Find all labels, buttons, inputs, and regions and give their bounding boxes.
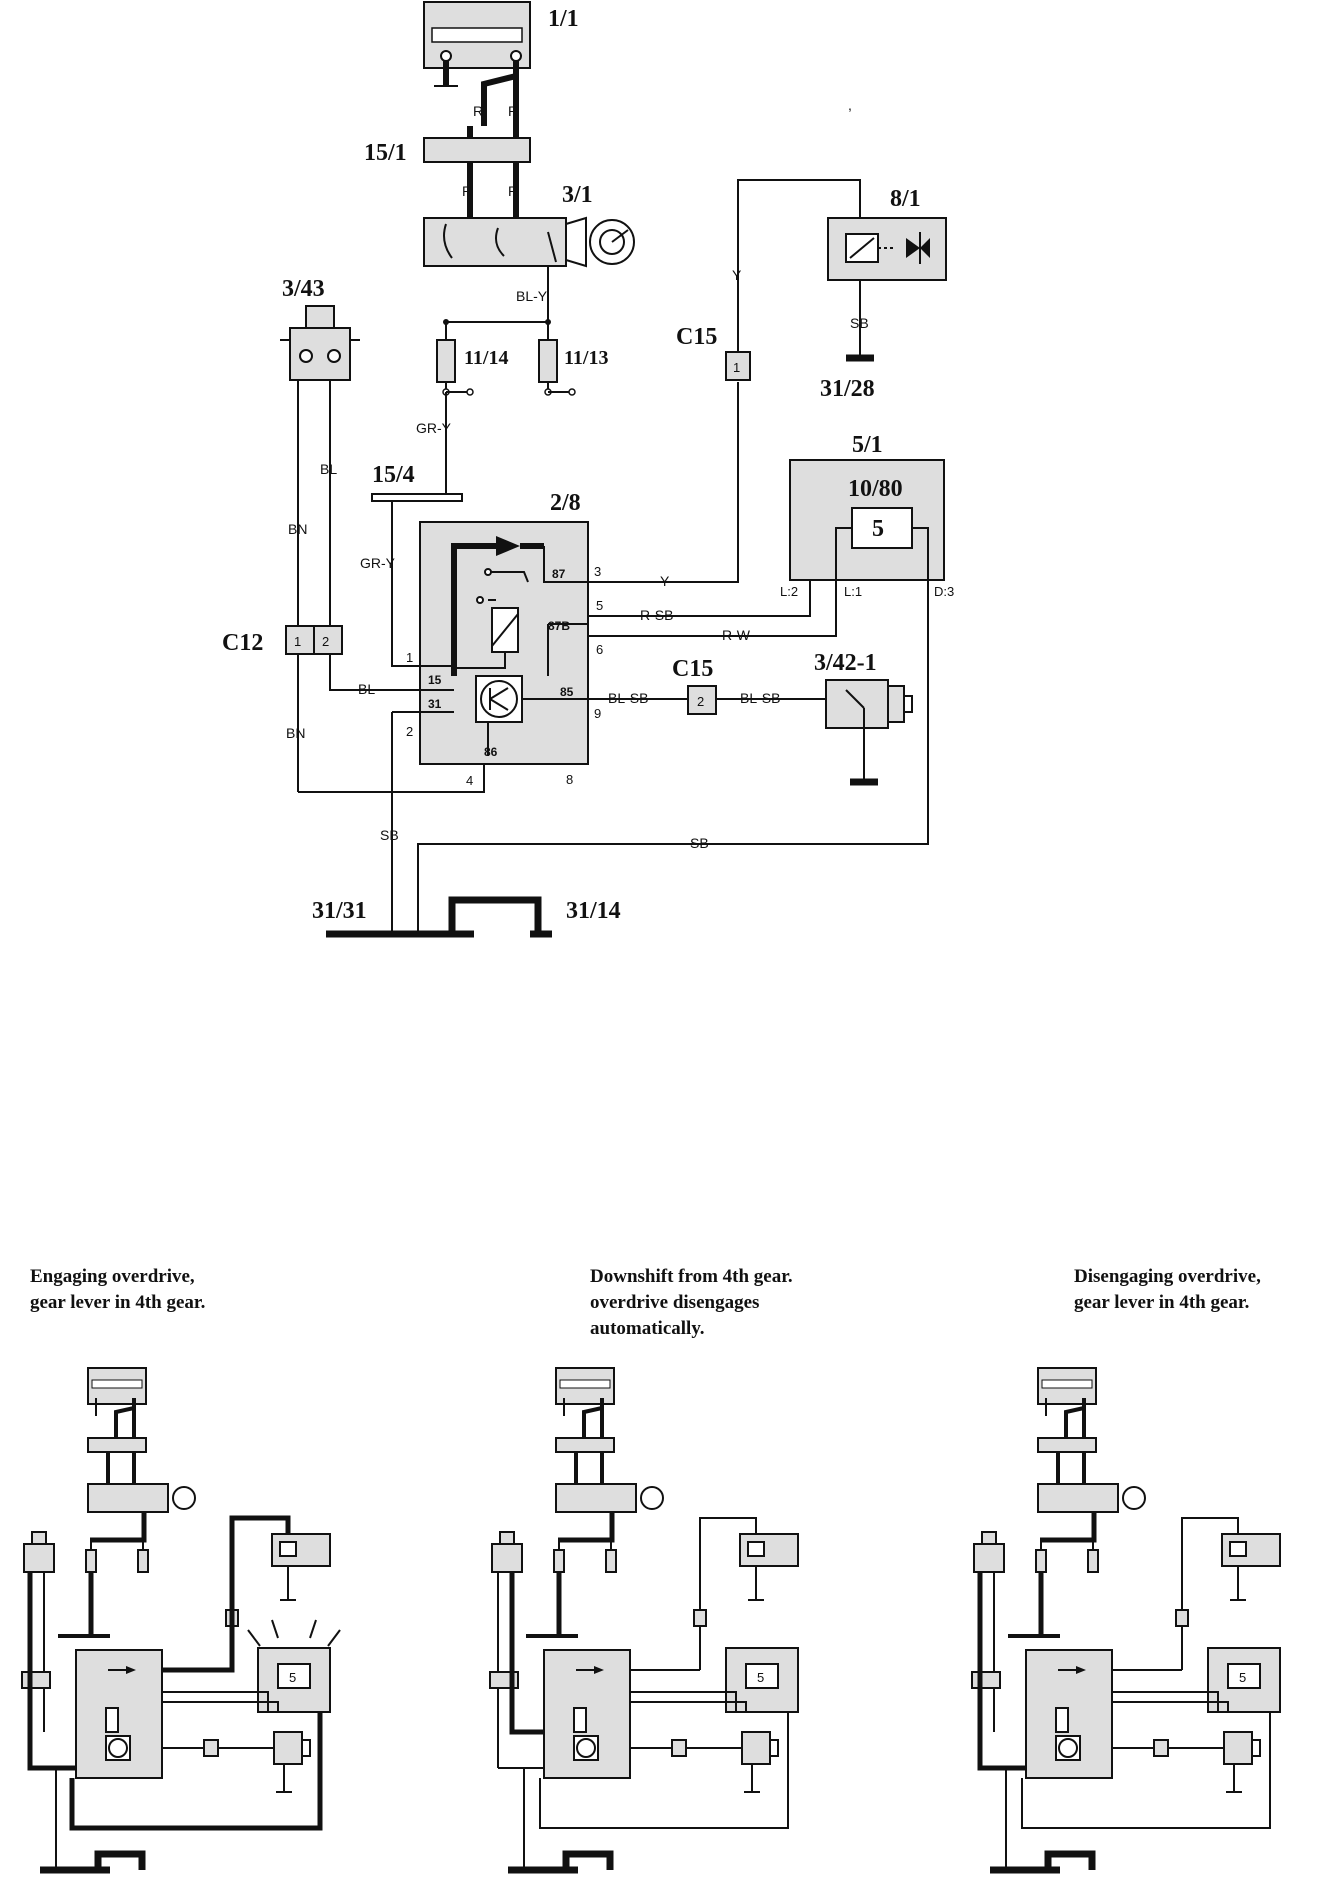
relay-pin-5: 5 bbox=[596, 598, 603, 613]
c15-top-pin-1: 1 bbox=[733, 360, 740, 375]
fuse-11-13: 11/13 bbox=[538, 322, 608, 396]
wire-bn-top: BN bbox=[288, 521, 307, 537]
connector-c15-mid: 2 C15 bbox=[672, 656, 717, 715]
connector-c15-top: 1 C15 bbox=[676, 324, 751, 381]
label-11-14: 11/14 bbox=[464, 347, 508, 369]
wire-bn-bottom: BN bbox=[286, 725, 305, 741]
ground-bus: 31/31 31/14 bbox=[312, 896, 621, 938]
battery-1-1: 1/1 bbox=[423, 1, 579, 126]
wire-bl-bottom: BL bbox=[358, 681, 375, 697]
relay-terminal-85: 85 bbox=[560, 685, 574, 699]
label-c15-top: C15 bbox=[676, 324, 717, 350]
label-31-14: 31/14 bbox=[566, 898, 621, 924]
caption-1-line-2: gear lever in 4th gear. bbox=[30, 1292, 205, 1313]
solenoid-8-1: 8/1 bbox=[827, 186, 947, 281]
label-c15-mid: C15 bbox=[672, 656, 713, 682]
relay-terminal-31: 31 bbox=[428, 697, 442, 711]
relay-pin-1: 1 bbox=[406, 650, 413, 665]
label-5-1: 5/1 bbox=[852, 432, 883, 458]
wire-sb-long: SB bbox=[690, 835, 709, 851]
label-3-1: 3/1 bbox=[562, 182, 593, 208]
label-3-43: 3/43 bbox=[282, 276, 325, 302]
caption-2-line-2: overdrive disengages bbox=[590, 1292, 759, 1313]
label-31-31: 31/31 bbox=[312, 898, 367, 924]
relay-pin-9: 9 bbox=[594, 706, 601, 721]
relay-pin-2: 2 bbox=[406, 724, 413, 739]
wire-bl-y: BL-Y bbox=[516, 288, 548, 304]
relay-terminal-87b: 87B bbox=[548, 619, 570, 633]
wire-y-top: Y bbox=[732, 267, 742, 283]
wire-sb-ground: SB bbox=[380, 827, 399, 843]
ignition-switch-3-1: 3/1 bbox=[423, 182, 635, 268]
relay-pin-8: 8 bbox=[566, 772, 573, 787]
unit-pin-d3: D:3 bbox=[934, 584, 954, 599]
caption-1-line-1: Engaging overdrive, bbox=[30, 1266, 195, 1287]
switch-3-43: 3/43 bbox=[280, 276, 360, 381]
wire-sb-solenoid: SB bbox=[850, 315, 869, 331]
relay-terminal-87: 87 bbox=[552, 567, 566, 581]
scenario-captions: Engaging overdrive, gear lever in 4th ge… bbox=[30, 1266, 1261, 1339]
fuse-11-14: 11/14 bbox=[436, 322, 508, 396]
label-11-13: 11/13 bbox=[564, 347, 608, 369]
label-3-42-1: 3/42-1 bbox=[814, 650, 877, 676]
label-15-4: 15/4 bbox=[372, 462, 415, 488]
caption-3-line-1: Disengaging overdrive, bbox=[1074, 1266, 1261, 1287]
main-schematic: 1/1 R R 15/1 R R 3/1 BL-Y bbox=[222, 1, 954, 938]
relay-terminal-15: 15 bbox=[428, 673, 442, 687]
relay-pin-4: 4 bbox=[466, 773, 473, 788]
wire-bl-top: BL bbox=[320, 461, 337, 477]
indicator-value: 5 bbox=[872, 516, 884, 542]
wire-r-w: R-W bbox=[722, 627, 751, 643]
wire-r2: R bbox=[508, 103, 518, 119]
control-unit-5-1: 5 10/80 5/1 L:2 L:1 D:3 bbox=[780, 432, 954, 599]
label-1-1: 1/1 bbox=[548, 6, 579, 32]
label-c12: C12 bbox=[222, 630, 263, 656]
svg-text:,: , bbox=[848, 97, 852, 113]
connector-15-1: 15/1 bbox=[364, 126, 531, 218]
wire-bl-sb-2: BL-SB bbox=[740, 690, 780, 706]
c15-mid-pin-2: 2 bbox=[697, 694, 704, 709]
label-8-1: 8/1 bbox=[890, 186, 921, 212]
relay-pin-6: 6 bbox=[596, 642, 603, 657]
label-15-1: 15/1 bbox=[364, 140, 407, 166]
relay-terminal-86: 86 bbox=[484, 745, 498, 759]
c12-pin-2: 2 bbox=[322, 634, 329, 649]
c12-pin-1: 1 bbox=[294, 634, 301, 649]
relay-2-8: 2/8 87 87B 85 86 15 31 bbox=[419, 490, 589, 765]
scenario-diagram-downshift bbox=[490, 1368, 798, 1870]
wire-r-sb: R-SB bbox=[640, 607, 673, 623]
connector-15-4: 15/4 bbox=[371, 462, 463, 502]
relay-pin-3: 3 bbox=[594, 564, 601, 579]
wire-gr-y-top: GR-Y bbox=[416, 420, 452, 436]
caption-3-line-2: gear lever in 4th gear. bbox=[1074, 1292, 1249, 1313]
wire-y-relay: Y bbox=[660, 573, 670, 589]
scenario-diagram-disengaging bbox=[972, 1368, 1280, 1870]
unit-pin-l1: L:1 bbox=[844, 584, 862, 599]
label-10-80: 10/80 bbox=[848, 476, 903, 502]
label-31-28: 31/28 bbox=[820, 376, 875, 402]
switch-3-42-1: 3/42-1 bbox=[814, 650, 913, 786]
scenario-diagram-engaging bbox=[22, 1368, 341, 1870]
wire-r1: R bbox=[473, 103, 483, 119]
wire-bl-sb-1: BL-SB bbox=[608, 690, 648, 706]
connector-c12: 1 2 C12 bbox=[222, 625, 343, 656]
wire-gr-y: GR-Y bbox=[360, 555, 396, 571]
unit-pin-l2: L:2 bbox=[780, 584, 798, 599]
wire-r3: R bbox=[462, 183, 472, 199]
wire-r4: R bbox=[508, 183, 518, 199]
caption-2-line-1: Downshift from 4th gear. bbox=[590, 1266, 793, 1287]
label-2-8: 2/8 bbox=[550, 490, 581, 516]
caption-2-line-3: automatically. bbox=[590, 1318, 705, 1339]
